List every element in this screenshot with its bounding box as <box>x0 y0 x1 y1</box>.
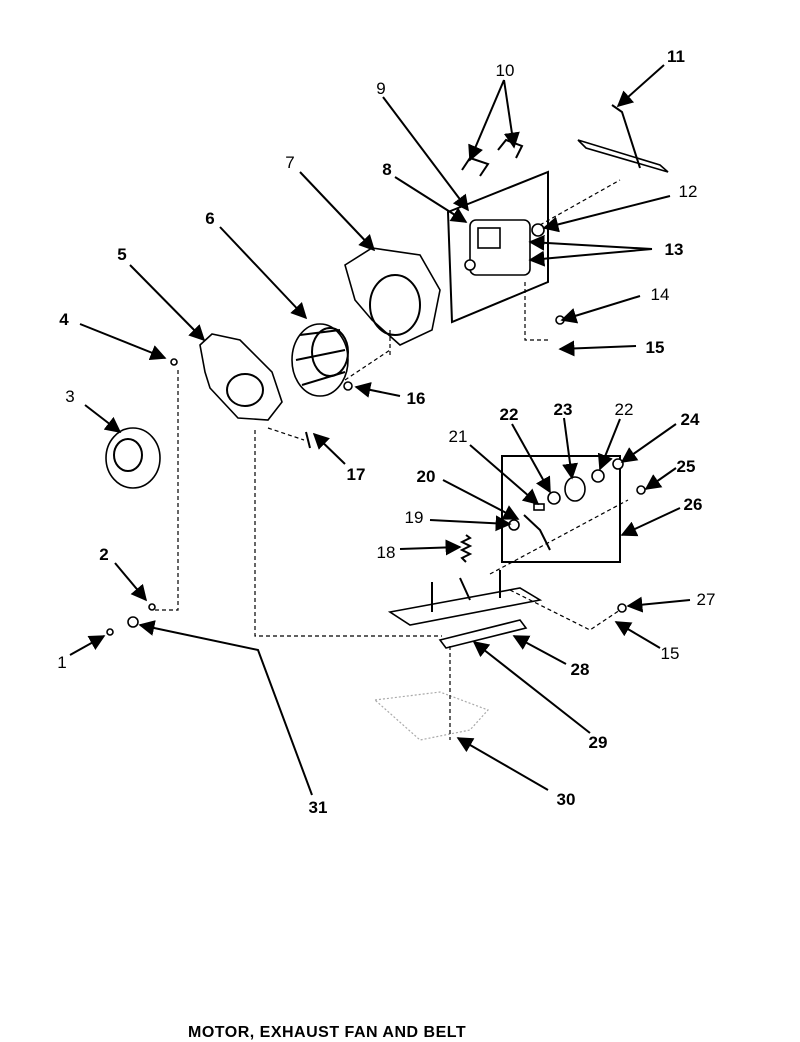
part-spring <box>459 534 473 563</box>
callout-30: 30 <box>557 790 576 809</box>
callout-1: 1 <box>57 653 66 672</box>
callout-26: 26 <box>684 495 703 514</box>
diagram-caption: MOTOR, EXHAUST FAN AND BELT <box>188 1024 467 1041</box>
callout-24: 24 <box>681 410 700 429</box>
part-motor <box>464 219 545 276</box>
callout-11: 11 <box>667 47 685 66</box>
callout-20: 20 <box>417 467 436 486</box>
callout-6: 6 <box>205 209 214 228</box>
callout-5: 5 <box>117 245 126 264</box>
part-fan-wheel <box>291 323 349 397</box>
callout-13: 13 <box>665 240 684 259</box>
callout-14: 14 <box>651 285 670 304</box>
callout-7: 7 <box>285 153 294 172</box>
callout-4: 4 <box>59 310 69 329</box>
part-blower-housing <box>344 247 441 346</box>
part-idler-assembly <box>501 455 624 563</box>
callout-19: 19 <box>405 508 424 527</box>
callout-23: 23 <box>554 400 573 419</box>
part-bracket-rod <box>577 104 669 173</box>
callout-22-right: 22 <box>615 400 634 419</box>
callout-10: 10 <box>496 61 515 80</box>
callout-31: 31 <box>309 798 328 817</box>
callout-8: 8 <box>382 160 391 179</box>
callout-16: 16 <box>407 389 426 408</box>
callout-25: 25 <box>677 457 696 476</box>
callout-28: 28 <box>571 660 590 679</box>
callout-15-lower: 15 <box>661 644 680 663</box>
callout-9: 9 <box>376 79 385 98</box>
part-fan-cover <box>199 333 283 421</box>
part-pulley-ring <box>105 427 161 489</box>
callout-21: 21 <box>449 427 468 446</box>
callout-18: 18 <box>377 543 396 562</box>
part-motor-base <box>387 570 543 649</box>
callout-27: 27 <box>697 590 716 609</box>
part-base-bracket <box>373 691 490 741</box>
callout-2: 2 <box>99 545 108 564</box>
callout-29: 29 <box>589 733 608 752</box>
callout-3: 3 <box>65 387 74 406</box>
callout-15-upper: 15 <box>646 338 665 357</box>
part-hardware <box>106 315 646 636</box>
callout-22-left: 22 <box>500 405 519 424</box>
callout-17: 17 <box>347 465 366 484</box>
leader-lines <box>69 64 691 796</box>
callout-labels: 1 2 3 4 5 6 7 8 9 10 11 12 13 14 15 15 1… <box>57 47 715 817</box>
part-motor-plate <box>446 170 549 324</box>
callout-12: 12 <box>679 182 698 201</box>
